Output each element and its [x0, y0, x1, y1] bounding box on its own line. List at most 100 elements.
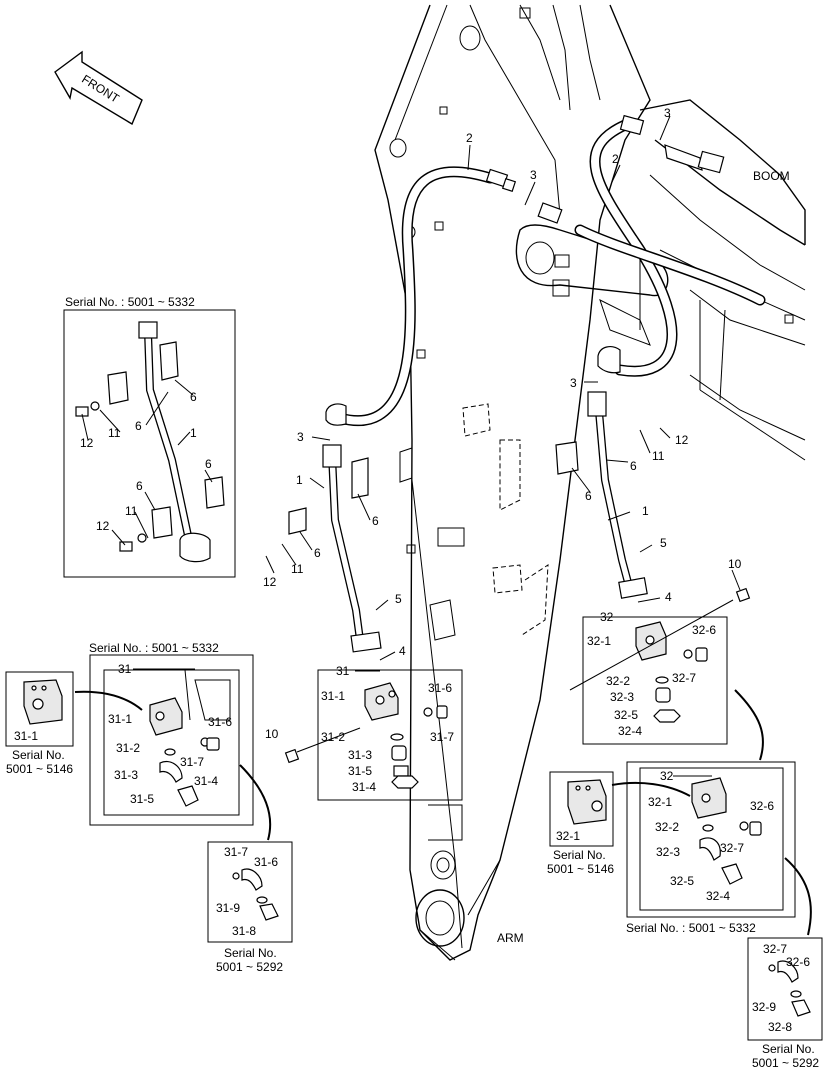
- callout-6-inset-a: 6: [190, 390, 197, 404]
- callout-32-1-center: 32-1: [587, 634, 611, 648]
- callout-32-4-center: 32-4: [618, 724, 642, 738]
- serial-range-31-5146: 5001 ~ 5146: [6, 762, 73, 776]
- serial-range-32-5146: 5001 ~ 5146: [547, 862, 614, 876]
- callout-32-2-inset: 32-2: [655, 820, 679, 834]
- pointer-31-variant: [239, 764, 272, 841]
- callout-11-inset-a: 11: [108, 426, 121, 440]
- callout-31-9-variant: 31-9: [216, 901, 240, 915]
- serial-no-32-variant: Serial No.: [553, 848, 606, 862]
- callout-6-center-b: 6: [314, 546, 321, 560]
- callout-32-5-inset: 32-5: [670, 874, 694, 888]
- boom-label: BOOM: [753, 169, 790, 183]
- callout-32-7-center: 32-7: [672, 671, 696, 685]
- callout-31-6-center: 31-6: [428, 681, 452, 695]
- callout-6-center-a: 6: [372, 514, 379, 528]
- inset-32-1-variant: [549, 771, 691, 847]
- serial-no-31-9: Serial No.: [224, 946, 277, 960]
- callout-32-1-inset: 32-1: [648, 795, 672, 809]
- callout-6-right-b: 6: [585, 489, 592, 503]
- callout-32-6-variant: 32-6: [786, 955, 810, 969]
- inset-32-9-variant: [747, 937, 823, 1041]
- serial-no-31-variant: Serial No.: [12, 748, 65, 762]
- callout-5-center: 5: [395, 592, 402, 606]
- callout-12-inset-b: 12: [96, 519, 110, 533]
- callout-31-5-inset: 31-5: [130, 792, 154, 806]
- callout-31-7-center: 31-7: [430, 730, 454, 744]
- callout-31-1-variant: 31-1: [14, 729, 38, 743]
- callout-3-top: 3: [530, 168, 537, 182]
- callout-3-left: 3: [297, 430, 304, 444]
- leader-lines: [81, 115, 741, 777]
- callout-6-inset-c: 6: [205, 457, 212, 471]
- callout-31-2-center: 31-2: [321, 730, 345, 744]
- serial-range-32-5292: 5001 ~ 5292: [752, 1056, 819, 1070]
- callout-31-7-inset: 31-7: [180, 755, 204, 769]
- hidden-lines: [462, 403, 549, 636]
- front-arrow-icon: FRONT: [54, 50, 143, 126]
- callout-32-4-inset: 32-4: [706, 889, 730, 903]
- pointer-32-inset: [734, 689, 764, 761]
- callout-12-inset-a: 12: [80, 436, 94, 450]
- callout-11-right: 11: [652, 449, 665, 463]
- callout-6-right-a: 6: [630, 459, 637, 473]
- pipe-center: [288, 444, 382, 653]
- callout-32-center: 32: [600, 610, 614, 624]
- callout-31-2-inset: 31-2: [116, 741, 140, 755]
- callout-31-4-inset: 31-4: [194, 774, 218, 788]
- block-31-center: [284, 669, 463, 801]
- serial-inset-31: Serial No. : 5001 ~ 5332: [89, 641, 219, 655]
- hose-right: [537, 114, 766, 377]
- callout-11-inset-b: 11: [125, 504, 138, 518]
- callout-31-6-inset: 31-6: [208, 715, 232, 729]
- callout-31-8-variant: 31-8: [232, 924, 256, 938]
- callout-2-right: 2: [612, 152, 619, 166]
- callout-32-3-center: 32-3: [610, 690, 634, 704]
- serial-range-31-5292: 5001 ~ 5292: [216, 960, 283, 974]
- inset-32-serial-5332: [626, 761, 796, 918]
- callout-32-6-inset: 32-6: [750, 799, 774, 813]
- callout-32-5-center: 32-5: [614, 708, 638, 722]
- callout-31-3-inset: 31-3: [114, 768, 138, 782]
- callout-32-2-center: 32-2: [606, 674, 630, 688]
- callout-3-boom: 3: [664, 106, 671, 120]
- callout-1-inset: 1: [190, 426, 197, 440]
- callout-32-7-inset: 32-7: [720, 841, 744, 855]
- callout-32-8-variant: 32-8: [768, 1020, 792, 1034]
- callout-2-left: 2: [466, 131, 473, 145]
- callout-11-center: 11: [291, 562, 304, 576]
- callout-32-inset: 32: [660, 769, 674, 783]
- callout-32-3-inset: 32-3: [656, 845, 680, 859]
- callout-12-right: 12: [675, 433, 689, 447]
- serial-inset-32: Serial No. : 5001 ~ 5332: [626, 921, 756, 935]
- pointer-32-variant: [784, 857, 812, 936]
- callout-1-right: 1: [642, 504, 649, 518]
- callout-31-3-center: 31-3: [348, 748, 372, 762]
- callout-32-6-center: 32-6: [692, 623, 716, 637]
- inset-31-9-variant: [207, 841, 293, 943]
- hose-left: [325, 166, 517, 426]
- callout-4-right: 4: [665, 590, 672, 604]
- callout-12-center: 12: [263, 575, 277, 589]
- callout-31-4-center: 31-4: [352, 780, 376, 794]
- callout-32-7-variant: 32-7: [763, 942, 787, 956]
- callout-3-right: 3: [570, 376, 577, 390]
- callout-31-6-variant: 31-6: [254, 855, 278, 869]
- callout-31-7-variant: 31-7: [224, 845, 248, 859]
- inset-31-1-variant: [5, 671, 143, 747]
- callout-10-right: 10: [728, 557, 742, 571]
- serial-inset-pipe: Serial No. : 5001 ~ 5332: [65, 295, 195, 309]
- callout-5-right: 5: [660, 536, 667, 550]
- front-label: FRONT: [79, 72, 122, 106]
- callout-31-1-inset: 31-1: [108, 712, 132, 726]
- callout-31-center: 31: [336, 664, 350, 678]
- callout-31-inset: 31: [118, 662, 132, 676]
- callout-31-1-center: 31-1: [321, 689, 345, 703]
- inset-31-serial-5332: [89, 654, 254, 826]
- callout-32-9-variant: 32-9: [752, 1000, 776, 1014]
- callout-6-inset-d: 6: [136, 479, 143, 493]
- arm-label: ARM: [497, 931, 524, 945]
- callout-31-5-center: 31-5: [348, 764, 372, 778]
- serial-no-32-9: Serial No.: [762, 1042, 815, 1056]
